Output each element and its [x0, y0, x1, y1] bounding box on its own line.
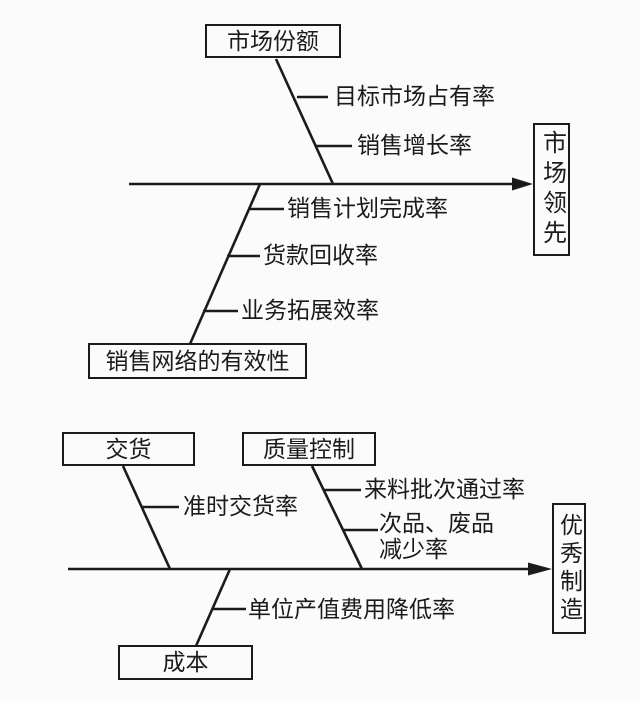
bone-cost	[194, 568, 232, 647]
cause-box-sales-network: 销售网络的有效性	[88, 343, 307, 379]
branch-defect-scrap-reduction-line1: 次品、废品	[379, 511, 494, 536]
cause-box-sales-network-label: 销售网络的有效性	[105, 348, 290, 374]
branch-ontime-delivery-rate: 准时交货率	[183, 494, 298, 519]
effect-box-excellent-manufacturing-label: 优秀制造	[556, 512, 582, 625]
spine-arrowhead-bottom-icon	[528, 562, 552, 576]
cause-box-quality-control-label: 质量控制	[263, 436, 355, 462]
branch-target-market-share: 目标市场占有率	[334, 84, 495, 109]
spine-arrowhead-top-icon	[512, 177, 533, 191]
cause-box-delivery: 交货	[62, 432, 195, 466]
effect-box-market-leading: 市场领先	[533, 123, 570, 256]
branch-unit-output-cost-reduction: 单位产值费用降低率	[248, 597, 455, 622]
cause-box-delivery-label: 交货	[105, 436, 152, 462]
cause-box-quality-control: 质量控制	[242, 432, 376, 466]
bone-delivery	[121, 465, 172, 570]
branch-defect-scrap-reduction-line2: 减少率	[379, 537, 448, 562]
bone-market-share	[274, 58, 335, 185]
cause-box-market-share-label: 市场份额	[227, 28, 319, 54]
cause-box-market-share: 市场份额	[205, 24, 341, 58]
branch-business-expansion-efficiency: 业务拓展效率	[241, 298, 379, 323]
effect-box-excellent-manufacturing: 优秀制造	[552, 503, 586, 634]
branch-sales-plan-completion: 销售计划完成率	[287, 196, 448, 221]
cause-box-cost: 成本	[118, 645, 253, 680]
bone-sales-network	[188, 183, 262, 345]
effect-box-market-leading-label: 市场领先	[538, 129, 565, 250]
bone-quality-control	[310, 465, 364, 570]
branch-defect-scrap-reduction: 次品、废品 减少率	[379, 511, 494, 563]
branch-incoming-batch-pass-rate: 来料批次通过率	[364, 477, 525, 502]
branch-payment-recovery-rate: 货款回收率	[263, 243, 378, 268]
cause-box-cost-label: 成本	[162, 650, 209, 675]
branch-sales-growth-rate: 销售增长率	[357, 133, 472, 158]
